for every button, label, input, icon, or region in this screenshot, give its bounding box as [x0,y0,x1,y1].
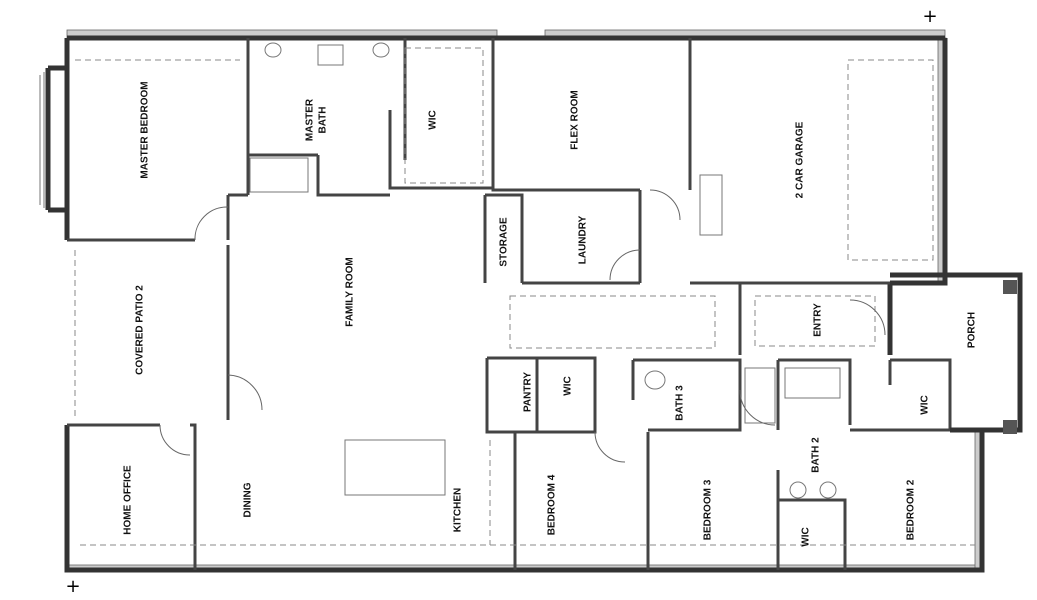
room-label-porch: PORCH [967,312,978,348]
room-label-master-wic: WIC [428,110,439,129]
room-label-wic: WIC [563,376,574,395]
room-label-wic: WIC [920,395,931,414]
room-label-bedroom-2: BEDROOM 2 [906,479,917,540]
room-label-family-room: FAMILY ROOM [345,257,356,326]
room-label-laundry: LAUNDRY [578,215,589,264]
room-label-master-bath: MASTER [305,98,316,141]
room-label-entry: ENTRY [813,303,824,337]
doors [159,189,886,463]
registration-mark: + [922,6,937,27]
room-label-flex-room: FLEX ROOM [570,90,581,149]
interior-walls [67,38,1023,570]
room-label-master-bath-line2: BATH [318,106,329,133]
room-label-bath-3: BATH 3 [675,385,686,421]
room-label-dining: DINING [243,482,254,517]
room-label-bedroom-3: BEDROOM 3 [703,479,714,540]
room-label-kitchen: KITCHEN [453,488,464,532]
room-label-bedroom-4: BEDROOM 4 [547,474,558,535]
room-label-wic: WIC [801,527,812,546]
room-label-home-office: HOME OFFICE [123,465,134,535]
exterior-walls [39,29,985,573]
room-label-storage: STORAGE [499,217,510,267]
room-labels: MASTER BEDROOM MASTER BATH WIC FLEX ROOM… [123,81,978,546]
registration-mark: + [65,576,80,597]
room-label-bath-2: BATH 2 [811,437,822,473]
room-label-garage: 2 CAR GARAGE [795,121,806,198]
room-label-pantry: PANTRY [523,372,534,412]
room-label-covered-patio: COVERED PATIO 2 [135,285,146,375]
room-label-master-bedroom: MASTER BEDROOM [140,81,151,178]
dashed-lines [74,42,975,546]
